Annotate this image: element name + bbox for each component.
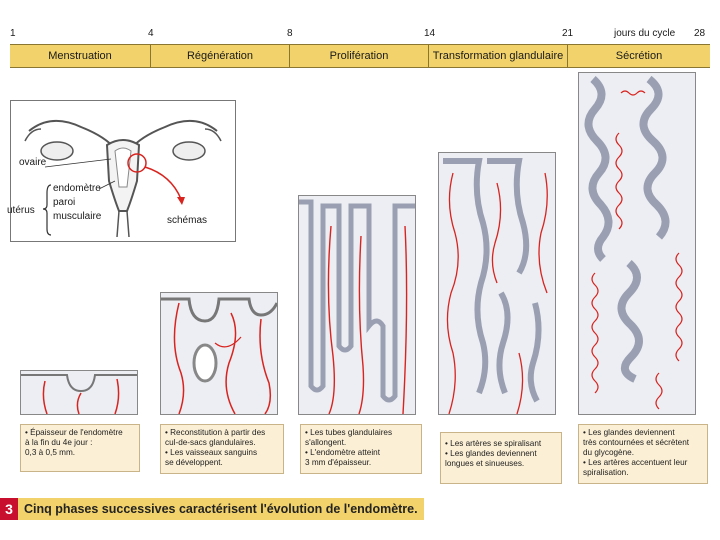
- figure-number: 3: [0, 498, 18, 520]
- caption-line: • Épaisseur de l'endomètre: [25, 428, 123, 437]
- caption-line: à la fin du 4e jour :: [25, 438, 93, 447]
- caption-line: • Les tubes glandulaires: [305, 428, 393, 437]
- caption-line: se développent.: [165, 458, 223, 467]
- day-ruler: 1 4 8 14 21 jours du cycle 28: [8, 22, 712, 44]
- caption-line: s'allongent.: [305, 438, 347, 447]
- caption-line: cul-de-sacs glandulaires.: [165, 438, 256, 447]
- day-28: 28: [694, 28, 706, 39]
- caption-line: du glycogène.: [583, 448, 634, 457]
- caption-line: longues et sinueuses.: [445, 459, 525, 468]
- figure-caption: 3 Cinq phases successives caractérisent …: [0, 498, 720, 520]
- uterus-diagram: [24, 120, 222, 238]
- caption-line: 0,3 à 0,5 mm.: [25, 448, 76, 457]
- caption-line: • Les glandes deviennent: [445, 449, 537, 458]
- caption-menstruation: • Épaisseur de l'endomètre à la fin du 4…: [20, 424, 140, 472]
- caption-proliferation: • Les tubes glandulaires s'allongent. • …: [300, 424, 422, 474]
- phase-secretion: Sécrétion: [615, 50, 663, 62]
- schemas-label: schémas: [167, 215, 208, 226]
- tissue-secretion: [578, 72, 696, 415]
- wall-label-2: musculaire: [53, 211, 102, 222]
- caption-transformation: • Les artères se spiralisant • Les gland…: [440, 432, 562, 484]
- day-21: 21: [562, 28, 574, 39]
- caption-line: • Les glandes deviennent: [583, 428, 675, 437]
- caption-line: • Les vaisseaux sanguins: [165, 448, 258, 457]
- tissue-proliferation: [298, 195, 416, 415]
- phase-regeneration: Régénération: [151, 45, 290, 67]
- day-14: 14: [424, 28, 436, 39]
- endometrium-label: endomètre: [53, 183, 101, 194]
- figure-title: Cinq phases successives caractérisent l'…: [18, 498, 424, 520]
- caption-regeneration: • Reconstitution à partir des cul-de-sac…: [160, 424, 284, 474]
- uterus-label: utérus: [7, 205, 35, 216]
- ovary-label: ovaire: [19, 157, 47, 168]
- caption-line: très contournées et sécrètent: [583, 438, 690, 447]
- phase-transformation: Transformation glandulaire: [429, 45, 568, 67]
- caption-line: • Reconstitution à partir des: [165, 428, 266, 437]
- cycle-label: jours du cycle: [614, 28, 676, 39]
- caption-line: • Les artères se spiralisant: [445, 439, 542, 448]
- day-1: 1: [10, 28, 16, 39]
- caption-line: spiralisation.: [583, 468, 629, 477]
- phase-proliferation: Prolifération: [290, 45, 429, 67]
- phase-menstruation: Menstruation: [10, 45, 151, 67]
- wall-label-1: paroi: [53, 197, 76, 208]
- day-8: 8: [287, 28, 293, 39]
- caption-secretion: • Les glandes deviennent très contournée…: [578, 424, 708, 484]
- caption-line: • Les artères accentuent leur: [583, 458, 688, 467]
- day-4: 4: [148, 28, 154, 39]
- tissue-transformation: [438, 152, 556, 415]
- tissue-regeneration: [160, 292, 279, 415]
- caption-line: • L'endomètre atteint: [305, 448, 380, 457]
- caption-line: 3 mm d'épaisseur.: [305, 458, 372, 467]
- anatomy-inset: ovaire endomètre utérus paroi musculaire…: [7, 100, 236, 242]
- phase-bar: Menstruation Régénération Prolifération …: [10, 44, 710, 68]
- tissue-menstruation: [20, 370, 138, 415]
